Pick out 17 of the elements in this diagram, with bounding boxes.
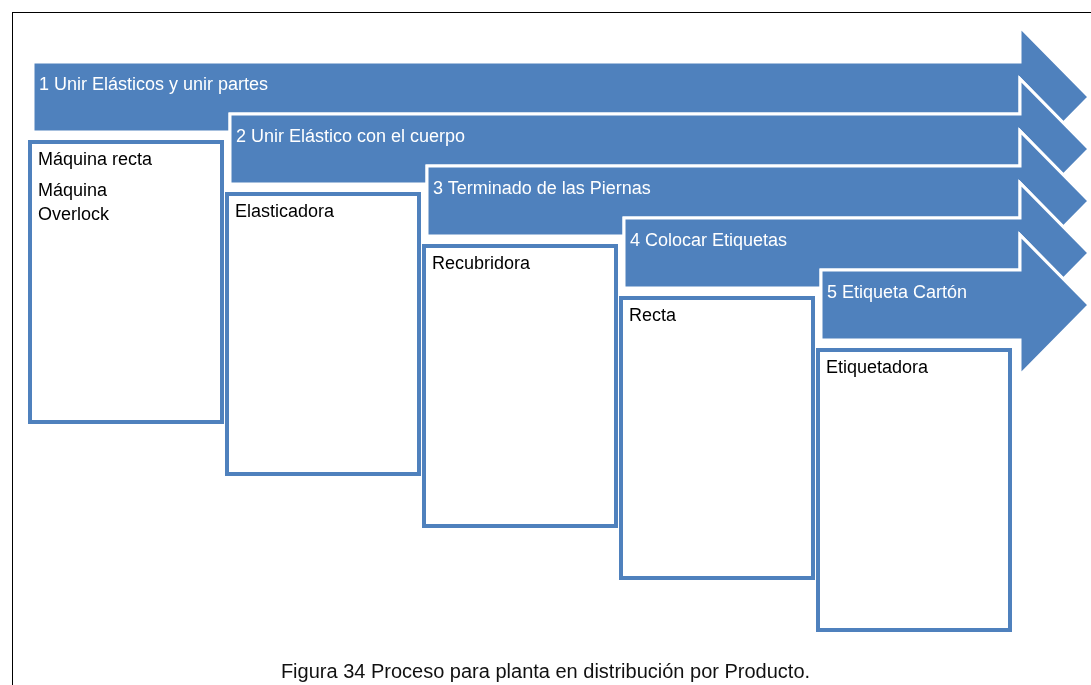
machine-box	[422, 244, 618, 528]
machine-box	[28, 140, 224, 424]
figure-caption: Figura 34 Proceso para planta en distribución por Producto.	[279, 660, 812, 683]
step-title: 1 Unir Elásticos y unir partes	[39, 74, 269, 95]
machine-label: Máquina Overlock	[38, 179, 110, 226]
step-title: 4 Colocar Etiquetas	[630, 230, 788, 251]
machine-label: Máquina recta	[38, 148, 154, 171]
machine-label: Recta	[629, 304, 678, 327]
step-title: 5 Etiqueta Cartón	[827, 282, 968, 303]
machine-label: Etiquetadora	[826, 356, 930, 379]
machine-box	[816, 348, 1012, 632]
step-title: 3 Terminado de las Piernas	[433, 178, 651, 199]
machine-box	[225, 192, 421, 476]
step-title: 2 Unir Elástico con el cuerpo	[236, 126, 466, 147]
machine-box	[619, 296, 815, 580]
machine-label: Elasticadora	[235, 200, 336, 223]
machine-label: Recubridora	[432, 252, 532, 275]
